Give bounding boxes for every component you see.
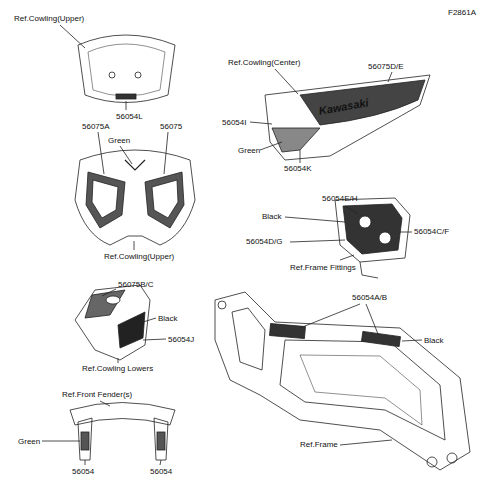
callout-number: 56075B/C — [118, 280, 154, 290]
reference-label: Ref.Cowling(Upper) — [14, 14, 84, 24]
callout-number: 56054K — [284, 164, 312, 174]
callout-number: 56054 — [150, 467, 172, 477]
color-note: Green — [108, 136, 130, 146]
callout-number: 56054I — [222, 118, 246, 128]
callout-number: 56054A/B — [352, 293, 387, 303]
callout-number: 56075D/E — [368, 62, 404, 72]
callout-number: 56054 — [72, 467, 94, 477]
front-fender — [42, 401, 175, 465]
callout-number: 56054C/F — [414, 227, 449, 237]
reference-label: Ref.Cowling(Center) — [228, 58, 300, 68]
callout-number: 56054E/H — [322, 194, 358, 204]
reference-label: Ref.Front Fender(s) — [62, 390, 132, 400]
color-note: Green — [238, 146, 260, 156]
color-note: Green — [18, 437, 40, 447]
color-note: Black — [158, 314, 178, 324]
callout-number: 56075 — [160, 122, 182, 132]
callout-number: 56054D/G — [246, 237, 282, 247]
reference-label: Ref.Cowling(Upper) — [104, 252, 174, 262]
frame — [215, 292, 470, 470]
reference-label: Ref.Cowling Lowers — [82, 364, 153, 374]
reference-label: Ref.Frame Fittings — [290, 263, 356, 273]
lower-cowling — [75, 285, 166, 363]
callout-number: 56054L — [116, 112, 143, 122]
frame-fitting — [285, 198, 412, 278]
color-note: Black — [262, 212, 282, 222]
callout-number: 56075A — [82, 122, 110, 132]
windshield — [60, 25, 175, 110]
callout-number: 56054J — [168, 335, 194, 345]
upper-cowling — [75, 132, 195, 250]
center-cowling — [250, 69, 430, 163]
reference-label: Ref.Frame — [300, 440, 338, 450]
color-note: Black — [424, 336, 444, 346]
figure-code: F2861A — [448, 8, 476, 18]
